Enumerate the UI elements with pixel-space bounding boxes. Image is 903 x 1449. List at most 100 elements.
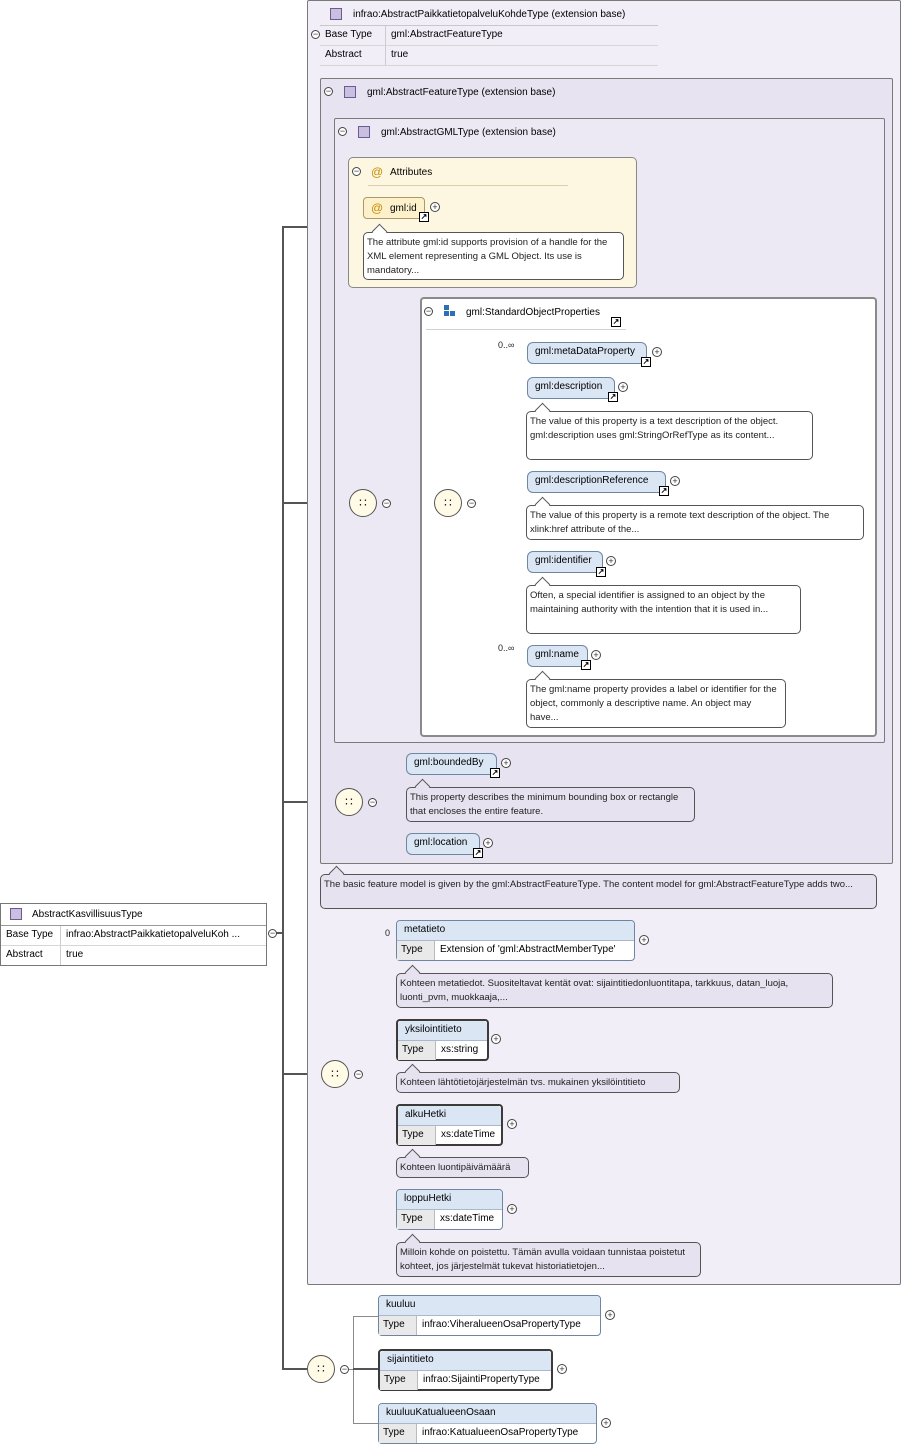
type-label: Type xyxy=(398,1126,436,1145)
extension-paikkatieto-title: infrao:AbstractPaikkatietopalveluKohdeTy… xyxy=(353,9,626,20)
type-value: infrao:KatualueenOsaPropertyType xyxy=(422,1427,579,1438)
element-descriptionreference[interactable]: gml:descriptionReference xyxy=(527,471,666,493)
complex-type-icon xyxy=(344,86,356,98)
root-collapse-icon[interactable]: − xyxy=(268,928,277,938)
extension-gml-title: gml:AbstractGMLType (extension base) xyxy=(381,127,556,138)
feature-collapse-icon[interactable]: − xyxy=(324,86,333,96)
expand-icon[interactable]: + xyxy=(618,382,628,392)
branch-paikka-seq xyxy=(282,1073,321,1075)
description-reference-note: The value of this property is a remote t… xyxy=(526,505,864,540)
expand-icon[interactable]: + xyxy=(652,347,662,357)
type-value: xs:string xyxy=(441,1044,479,1055)
feature-sequence-icon[interactable]: ∷ xyxy=(335,788,363,816)
occurrence-label: 0..∞ xyxy=(498,340,515,350)
expand-icon[interactable]: + xyxy=(601,1418,611,1428)
attributes-collapse-icon[interactable]: − xyxy=(352,166,361,176)
expand-icon[interactable]: + xyxy=(670,476,680,486)
feature-type-note: The basic feature model is given by the … xyxy=(320,874,877,909)
base-type-value: gml:AbstractFeatureType xyxy=(391,29,503,40)
trunk-line xyxy=(282,228,284,1370)
gml-collapse-icon[interactable]: − xyxy=(338,126,347,136)
own-sequence-icon[interactable]: ∷ xyxy=(307,1355,335,1383)
own-sequence-collapse-icon[interactable]: − xyxy=(340,1364,349,1374)
standard-props-title: gml:StandardObjectProperties xyxy=(466,307,600,318)
root-type-box[interactable]: AbstractKasvillisuusType Base Type infra… xyxy=(0,903,267,966)
std-sequence-collapse-icon[interactable]: − xyxy=(467,498,476,508)
extension-feature-title: gml:AbstractFeatureType (extension base) xyxy=(367,87,556,98)
expand-icon[interactable]: + xyxy=(491,1034,501,1044)
trunk-to-root xyxy=(276,932,284,934)
bounded-by-note: This property describes the minimum boun… xyxy=(406,787,695,822)
expand-icon[interactable]: + xyxy=(639,935,649,945)
feature-sequence-collapse-icon[interactable]: − xyxy=(368,797,377,807)
reference-arrow-icon: ↗ xyxy=(611,317,621,327)
root-type-name: AbstractKasvillisuusType xyxy=(32,909,143,920)
element-location[interactable]: gml:location xyxy=(406,833,480,855)
attributes-title: Attributes xyxy=(390,167,433,178)
metatieto-note: Kohteen metatiedot. Suositeltavat kentät… xyxy=(396,973,833,1008)
type-label: Type xyxy=(379,1316,417,1335)
element-boundedby[interactable]: gml:boundedBy xyxy=(406,753,497,775)
gml-sequence-collapse-icon[interactable]: − xyxy=(382,498,391,508)
element-kuuluukatualueenosaan[interactable]: kuuluuKatualueenOsaan Type infrao:Katualu… xyxy=(378,1403,597,1444)
type-label: Type xyxy=(379,1424,417,1443)
expand-icon[interactable]: + xyxy=(606,556,616,566)
identifier-note: Often, a special identifier is assigned … xyxy=(526,585,801,634)
standard-props-divider xyxy=(426,329,626,330)
complex-type-icon xyxy=(10,908,22,920)
own-tick-1 xyxy=(353,1316,379,1317)
branch-own-seq xyxy=(282,1368,307,1370)
std-sequence-icon[interactable]: ∷ xyxy=(434,489,462,517)
complex-type-icon xyxy=(358,126,370,138)
element-name-item[interactable]: gml:name xyxy=(527,645,588,667)
element-description[interactable]: gml:description xyxy=(527,377,615,399)
gml-id-attribute[interactable] xyxy=(363,197,425,219)
expand-icon[interactable]: + xyxy=(557,1364,567,1374)
reference-arrow-icon: ↗ xyxy=(419,212,429,222)
ext-top-divider xyxy=(320,25,658,26)
gml-sequence-icon[interactable]: ∷ xyxy=(349,489,377,517)
own-vline xyxy=(353,1316,354,1424)
reference-arrow-icon: ↗ xyxy=(641,357,651,367)
ext-top-collapse-icon[interactable]: − xyxy=(311,29,320,39)
standard-props-collapse-icon[interactable]: − xyxy=(424,306,433,316)
group-icon xyxy=(444,305,456,317)
reference-arrow-icon: ↗ xyxy=(596,567,606,577)
element-name: gml:location xyxy=(414,837,468,848)
element-identifier[interactable]: gml:identifier xyxy=(527,551,603,573)
gml-id-label: gml:id xyxy=(390,203,417,214)
element-name: kuuluuKatualueenOsaan xyxy=(379,1404,596,1424)
expand-icon[interactable]: + xyxy=(483,838,493,848)
element-name: gml:metaDataProperty xyxy=(535,346,636,357)
element-name: metatieto xyxy=(397,921,634,941)
at-icon: @ xyxy=(371,201,384,215)
element-name: gml:descriptionReference xyxy=(535,475,649,486)
expand-icon[interactable]: + xyxy=(507,1204,517,1214)
reference-arrow-icon: ↗ xyxy=(473,848,483,858)
yksilointitieto-note: Kohteen lähtötietojärjestelmän tvs. muka… xyxy=(396,1072,680,1093)
expand-icon[interactable]: + xyxy=(591,650,601,660)
ext-top-abstract-row: Abstract true xyxy=(320,46,658,66)
expand-icon[interactable]: + xyxy=(605,1310,615,1320)
gml-id-expand-icon[interactable]: + xyxy=(430,202,440,212)
description-note: The value of this property is a text des… xyxy=(526,411,813,460)
ext-top-base-row: Base Type gml:AbstractFeatureType xyxy=(320,26,658,46)
paikka-sequence-icon[interactable]: ∷ xyxy=(321,1060,349,1088)
paikka-sequence-collapse-icon[interactable]: − xyxy=(354,1069,363,1079)
element-metadataproperty[interactable]: gml:metaDataProperty xyxy=(527,342,647,364)
own-tick-3 xyxy=(353,1423,379,1424)
type-value: Extension of 'gml:AbstractMemberType' xyxy=(440,944,616,955)
element-name: alkuHetki xyxy=(398,1106,501,1126)
expand-icon[interactable]: + xyxy=(507,1119,517,1129)
expand-icon[interactable]: + xyxy=(501,758,511,768)
